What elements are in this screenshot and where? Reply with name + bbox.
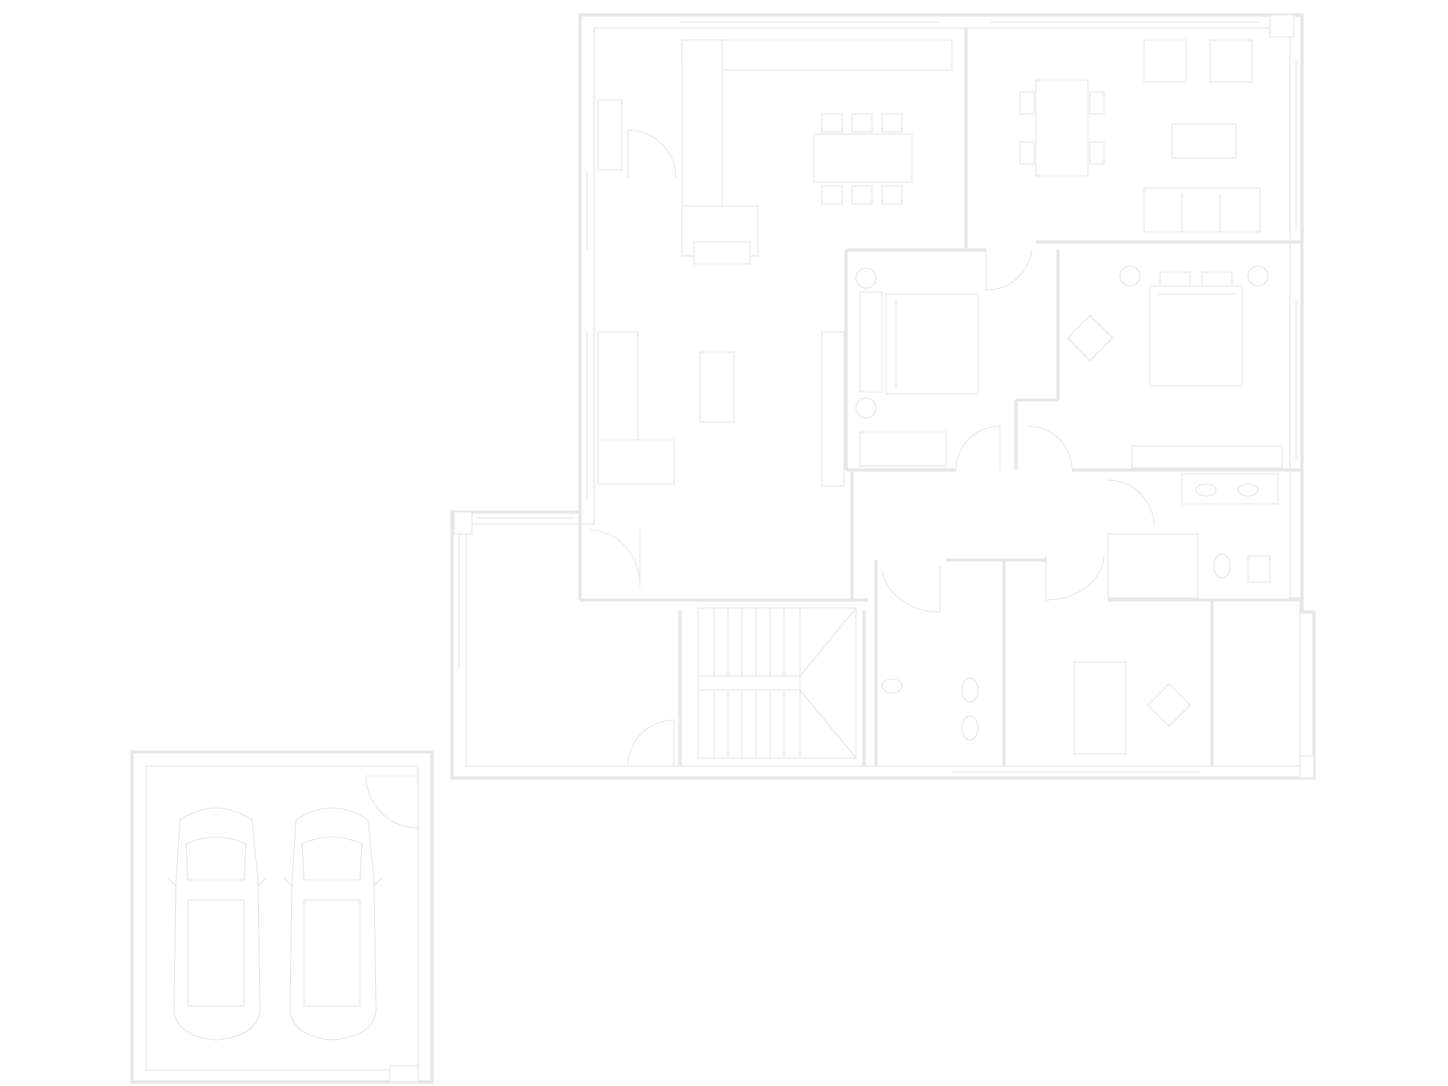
coffee-table bbox=[1171, 123, 1237, 159]
interior-walls bbox=[578, 28, 1302, 766]
entry-cabinet bbox=[597, 99, 623, 171]
living-chair bbox=[1089, 91, 1105, 115]
toilet bbox=[1213, 553, 1231, 579]
dining-chair bbox=[851, 113, 873, 133]
door-swing-icon bbox=[955, 425, 1001, 471]
car-icon bbox=[283, 807, 383, 1041]
living-chair bbox=[1089, 141, 1105, 165]
staircase-icon bbox=[697, 607, 857, 759]
nightstand bbox=[1119, 265, 1141, 287]
column bbox=[1269, 14, 1295, 38]
door-swing-icon bbox=[627, 129, 677, 179]
wall-unit bbox=[821, 331, 845, 487]
bed bbox=[885, 293, 979, 395]
column bbox=[453, 511, 473, 535]
garage bbox=[167, 807, 383, 1041]
nightstand bbox=[1247, 265, 1269, 287]
doors bbox=[365, 129, 1155, 829]
door-swing-icon bbox=[589, 529, 641, 587]
wardrobe bbox=[859, 291, 883, 393]
center-table bbox=[699, 351, 735, 423]
bedroom-1 bbox=[855, 267, 979, 467]
master-bath bbox=[1107, 473, 1279, 599]
door-swing-icon bbox=[881, 566, 941, 613]
dining-chair bbox=[881, 113, 903, 133]
dining-chair bbox=[881, 185, 903, 205]
bidet bbox=[1247, 555, 1271, 583]
kitchen-island-seat bbox=[693, 241, 751, 265]
living-table bbox=[1035, 79, 1089, 177]
study-armchair bbox=[1147, 683, 1191, 727]
dining-chair bbox=[821, 185, 843, 205]
armchair bbox=[1209, 39, 1253, 83]
car-icon bbox=[167, 807, 267, 1041]
lower-rooms bbox=[881, 661, 1191, 755]
l-sofa-return bbox=[597, 439, 675, 485]
sofa bbox=[1143, 187, 1261, 233]
door-swing-icon bbox=[627, 719, 675, 767]
nightstand bbox=[855, 267, 877, 289]
kitchen-counter bbox=[681, 39, 953, 71]
armchair bbox=[1143, 39, 1187, 83]
door-swing-icon bbox=[1027, 425, 1073, 471]
stair-diagonal bbox=[799, 689, 857, 759]
columns bbox=[389, 14, 1315, 1083]
door-swing-icon bbox=[365, 775, 419, 829]
column bbox=[1299, 755, 1315, 779]
sink bbox=[1195, 483, 1217, 497]
nightstand bbox=[855, 397, 877, 419]
family-area bbox=[597, 331, 845, 487]
study-bed bbox=[1073, 661, 1127, 755]
wc-sink bbox=[881, 678, 903, 694]
bedroom-2 bbox=[1066, 265, 1283, 469]
living-room bbox=[1019, 39, 1261, 233]
living-chair bbox=[1019, 91, 1035, 115]
stair-diagonal bbox=[799, 607, 857, 677]
door-swing-icon bbox=[985, 249, 1033, 291]
toilet bbox=[961, 677, 979, 703]
living-chair bbox=[1019, 141, 1035, 165]
kitchen bbox=[597, 39, 953, 265]
bathtub bbox=[1107, 533, 1199, 599]
dining-chair bbox=[851, 185, 873, 205]
dresser bbox=[1131, 445, 1283, 469]
dining-table bbox=[813, 133, 913, 183]
windows bbox=[458, 21, 1297, 773]
pillow bbox=[1159, 271, 1191, 287]
bed bbox=[1149, 285, 1243, 387]
sink bbox=[1237, 483, 1259, 497]
column bbox=[389, 1065, 419, 1083]
toilet bbox=[961, 715, 979, 741]
dining-chair bbox=[821, 113, 843, 133]
armchair bbox=[1066, 314, 1114, 362]
stair-outline bbox=[697, 607, 857, 759]
garage-outline bbox=[130, 750, 434, 1084]
door-swing-icon bbox=[1107, 479, 1155, 527]
pillow bbox=[1201, 271, 1233, 287]
desk bbox=[859, 431, 947, 467]
door-swing-icon bbox=[1045, 555, 1105, 602]
